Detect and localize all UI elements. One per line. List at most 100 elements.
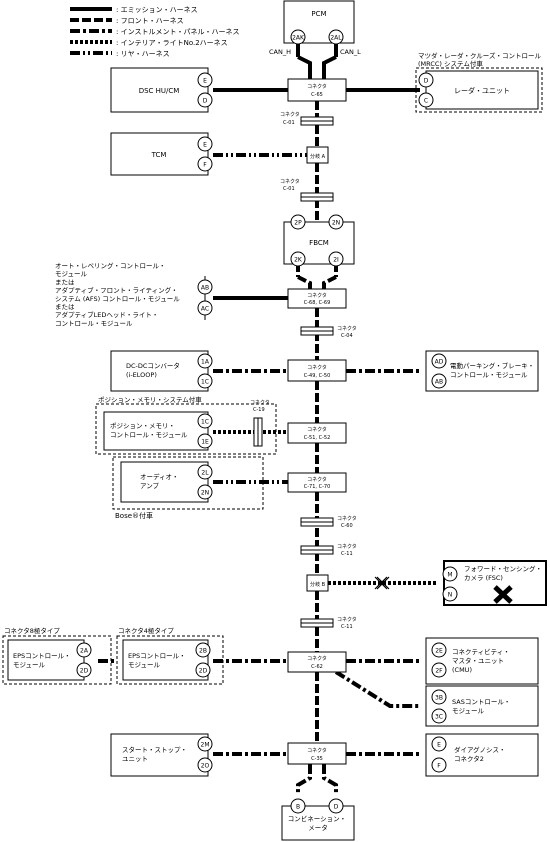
- inline-connector-c19-title: コネクタ: [250, 399, 270, 406]
- hub-c65-title: コネクタ: [307, 83, 327, 90]
- hub-branch-b-title: 分岐 B: [310, 581, 326, 588]
- pin-sas-3b: [431, 689, 447, 705]
- pin-fbcm-2k: [290, 251, 306, 267]
- pin-dlc-e: [431, 736, 447, 752]
- inline-connector-c11a-title: コネクタ: [337, 543, 357, 550]
- module-audio: [120, 461, 209, 503]
- legend-label-instrument-panel: : インストルメント・パネル・ハーネス: [116, 28, 239, 36]
- pin-epb-ad: [431, 353, 447, 369]
- pin-afs-ac: [197, 300, 213, 316]
- pin-sas-3c: [431, 708, 447, 724]
- svg-text:C: C: [424, 98, 428, 105]
- module-cmu-label: コネクティビティ・ マスタ・ユニット (CMU): [452, 647, 512, 674]
- module-posmem: [103, 411, 209, 451]
- svg-text:2AL: 2AL: [330, 35, 342, 42]
- pin-meter-b: [290, 798, 306, 814]
- hub-c71-code: C-71, C-70: [304, 484, 331, 490]
- can-h-label: CAN_H: [269, 48, 291, 56]
- pin-dcdc-1c: [197, 373, 213, 389]
- hub-c62-code: C-62: [311, 664, 323, 670]
- svg-text:1C: 1C: [201, 419, 209, 426]
- pin-fsc-n: [442, 586, 458, 602]
- module-dlc-label: ダイアグノシス・ コネクタ2: [454, 745, 508, 763]
- svg-text:E: E: [203, 78, 207, 85]
- module-startstop-label: スタート・ストップ・ ユニット: [122, 745, 189, 763]
- pin-eps8-2a: [76, 642, 92, 658]
- pin-fbcm-2p: [290, 214, 306, 230]
- module-dcdc-label: DC-DCコンバータ (i-ELOOP): [126, 361, 182, 379]
- pin-radar-d: [418, 72, 434, 88]
- hub-c65-code: C-65: [311, 92, 323, 98]
- svg-text:2P: 2P: [294, 220, 302, 227]
- line-meter-d: [322, 764, 338, 795]
- inline-connector-c60-title: コネクタ: [337, 515, 357, 522]
- svg-text:2A: 2A: [80, 648, 89, 655]
- legend-label-interior-light: : インテリア・ライトNo.2ハーネス: [116, 39, 228, 47]
- pin-dsc-d: [197, 92, 213, 108]
- line-pcm-can-h: [297, 55, 312, 79]
- svg-text:2D: 2D: [199, 668, 208, 675]
- hub-branch-a-title: 分岐 A: [310, 153, 326, 160]
- svg-text:2L: 2L: [201, 470, 209, 477]
- svg-text:2K: 2K: [294, 257, 303, 264]
- position-memory-group-box: [95, 403, 277, 455]
- hub-c65: [287, 78, 347, 102]
- position-memory-group-label: ポジション・メモリ・システム付車: [98, 395, 202, 404]
- pin-meter-d: [328, 798, 344, 814]
- svg-text:2N: 2N: [332, 220, 340, 227]
- pin-posmem-1c: [197, 413, 213, 429]
- line-sas: [334, 670, 420, 708]
- hub-c71-title: コネクタ: [307, 476, 327, 483]
- module-afs-label: オート・レベリング・コントロール・ モジュール または アダプティブ・フロント・…: [55, 261, 182, 327]
- module-eps4-label: EPSコントロール・ モジュール: [128, 652, 188, 669]
- pin-radar-c: [418, 92, 434, 108]
- hub-branch-a: [306, 146, 329, 164]
- hub-c49-code: C-49, C-50: [304, 373, 331, 379]
- svg-text:M: M: [447, 572, 452, 579]
- svg-text:N: N: [448, 592, 453, 599]
- svg-text:E: E: [203, 142, 207, 149]
- pin-afs-ab: [197, 279, 213, 295]
- hub-c71: [287, 472, 347, 493]
- module-radar-label: レーダ・ユニット: [454, 86, 510, 95]
- pin-tcm-e: [197, 136, 213, 152]
- inline-connector-c01a-code: C-01: [283, 120, 295, 126]
- svg-text:1A: 1A: [201, 359, 210, 366]
- svg-text:3B: 3B: [435, 695, 443, 702]
- hub-c68-title: コネクタ: [307, 292, 327, 299]
- svg-text:2O: 2O: [201, 763, 210, 770]
- pin-eps4-2b: [195, 642, 211, 658]
- module-audio-label: オーディオ・ アンプ: [140, 472, 181, 490]
- hub-c51-code: C-51, C-52: [304, 435, 331, 441]
- fsc-prohibited-x-icon: [493, 585, 513, 604]
- module-radar: [425, 70, 539, 110]
- pin-startstop-2o: [197, 757, 213, 773]
- pin-pcm-2al: [328, 29, 344, 45]
- module-fbcm-label: FBCM: [309, 239, 329, 247]
- legend: : エミッション・ハーネス : フロント・ハーネス : インストルメント・パネル…: [70, 6, 239, 58]
- pin-cmu-2f: [431, 662, 447, 678]
- pin-audio-2n: [197, 484, 213, 500]
- pins: 2AK 2AL E D D C E F 2P 2N 2K 2I AB AC 1A: [76, 29, 458, 814]
- pin-fsc-m: [442, 566, 458, 582]
- svg-text:2F: 2F: [435, 668, 443, 675]
- inline-connector-c01a-title: コネクタ: [280, 111, 300, 118]
- hub-c62: [287, 651, 347, 673]
- svg-text:F: F: [203, 162, 207, 169]
- modules: PCM CAN_H CAN_L DSC HU/CM レーダ・ユニット TCM F…: [7, 0, 547, 841]
- module-sas-label: SASコントロール・ モジュール: [452, 698, 512, 715]
- pin-fbcm-2n: [328, 214, 344, 230]
- legend-label-emission: : エミッション・ハーネス: [116, 6, 198, 14]
- hub-c49: [287, 359, 347, 382]
- module-meter-label: コンビネーション・ メータ: [288, 814, 348, 832]
- pin-dlc-f: [431, 757, 447, 773]
- bose-group-label: Bose®付車: [115, 511, 153, 520]
- svg-text:AD: AD: [435, 359, 444, 366]
- pin-audio-2l: [197, 464, 213, 480]
- svg-text:2AK: 2AK: [292, 35, 305, 42]
- mrcc-group-label: マツダ・レーダ・クルーズ・コントロール(MRCC) システム付車: [418, 51, 541, 68]
- module-eps8: [7, 639, 85, 681]
- hub-connectors: コネクタ C-65 分岐 A コネクタ C-68, C-69 コネクタ C-49…: [287, 78, 347, 765]
- svg-text:AC: AC: [201, 306, 209, 313]
